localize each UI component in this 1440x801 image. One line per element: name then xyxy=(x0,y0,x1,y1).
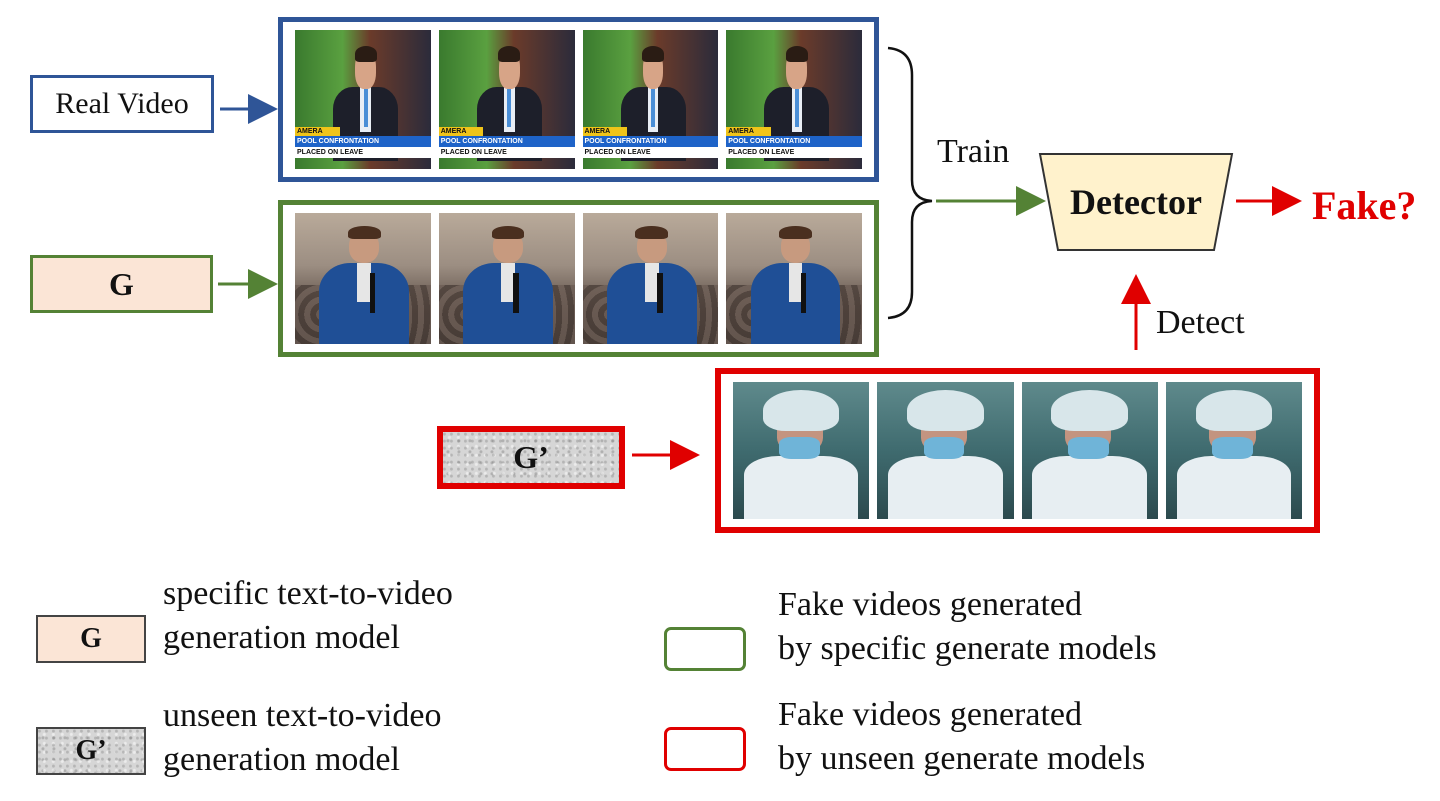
legend-red-swatch xyxy=(664,727,746,771)
real-video-frame: AMERA POOL CONFRONTATION PLACED ON LEAVE xyxy=(295,30,431,169)
legend-g-label: G xyxy=(80,623,102,654)
unseen-frame xyxy=(733,382,870,519)
generated-frame xyxy=(582,213,719,344)
unseen-frame xyxy=(877,382,1014,519)
real-video-frame: AMERA POOL CONFRONTATION PLACED ON LEAVE xyxy=(726,30,862,169)
real-video-strip: AMERA POOL CONFRONTATION PLACED ON LEAVE… xyxy=(278,17,879,182)
news-ticker: AMERA POOL CONFRONTATION PLACED ON LEAVE xyxy=(582,127,719,169)
legend-green-swatch xyxy=(664,627,746,671)
unseen-frame xyxy=(1165,382,1302,519)
specific-generated-strip xyxy=(278,200,879,357)
legend-g-prime-label: G’ xyxy=(75,735,107,766)
g-model-box: G xyxy=(30,255,213,313)
unseen-generated-strip xyxy=(715,368,1320,533)
legend-g-prime-box: G’ xyxy=(36,727,146,775)
generated-frame xyxy=(295,213,431,344)
g-prime-model-label: G’ xyxy=(513,439,549,475)
legend-g-box: G xyxy=(36,615,146,663)
real-video-label: Real Video xyxy=(55,87,189,120)
g-prime-model-box: G’ xyxy=(437,426,625,489)
detector-trapezoid xyxy=(1038,153,1234,251)
generated-frame xyxy=(438,213,575,344)
news-ticker: AMERA POOL CONFRONTATION PLACED ON LEAVE xyxy=(438,127,575,169)
legend-red-description: Fake videos generated by unseen generate… xyxy=(778,696,1146,777)
train-label: Train xyxy=(937,133,1010,170)
unseen-frame xyxy=(1021,382,1158,519)
news-ticker: AMERA POOL CONFRONTATION PLACED ON LEAVE xyxy=(295,127,431,169)
real-video-frame: AMERA POOL CONFRONTATION PLACED ON LEAVE xyxy=(438,30,575,169)
legend-g-prime-description: unseen text-to-video generation model xyxy=(163,697,442,778)
detector-label: Detector xyxy=(1070,182,1202,222)
detect-label: Detect xyxy=(1156,304,1245,341)
news-ticker: AMERA POOL CONFRONTATION PLACED ON LEAVE xyxy=(726,127,862,169)
train-brace xyxy=(887,46,933,320)
fake-output-label: Fake? xyxy=(1312,183,1417,228)
generated-frame xyxy=(726,213,862,344)
g-model-label: G xyxy=(109,265,134,302)
legend-green-description: Fake videos generated by specific genera… xyxy=(778,586,1157,667)
legend-g-description: specific text-to-video generation model xyxy=(163,575,453,656)
detector-block: Detector xyxy=(1038,152,1234,252)
real-video-box: Real Video xyxy=(30,75,214,133)
real-video-frame: AMERA POOL CONFRONTATION PLACED ON LEAVE xyxy=(582,30,719,169)
